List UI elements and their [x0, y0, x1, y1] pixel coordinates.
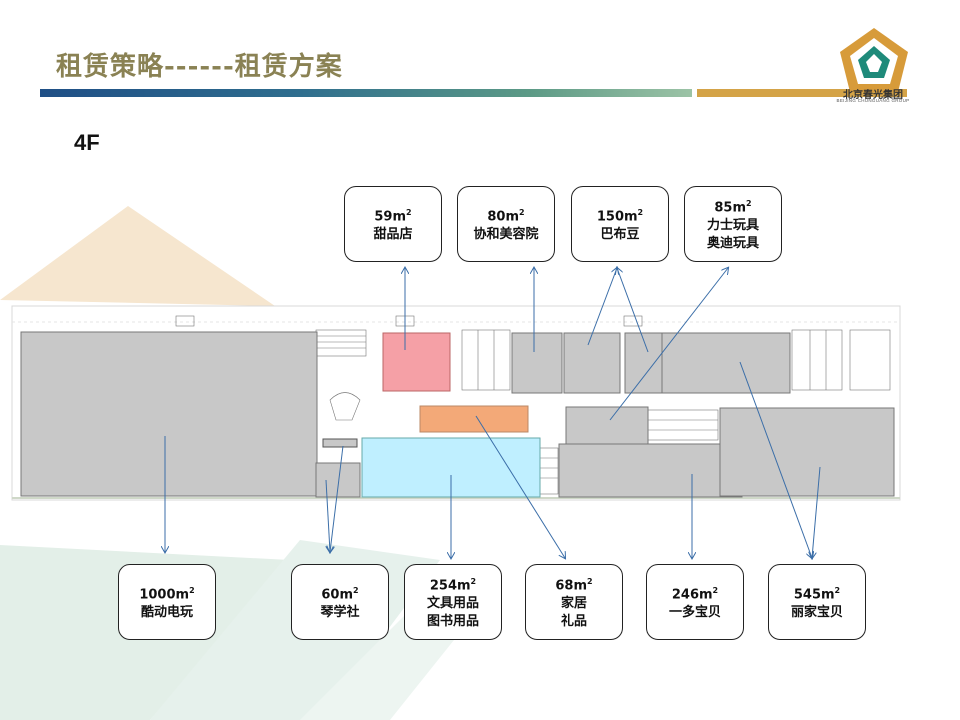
store-150-a: [563, 332, 621, 394]
callout-yiduo-baby: 246m2 一多宝贝: [646, 564, 744, 640]
callout-area: 85m2: [714, 198, 752, 216]
callout-label-2: 礼品: [560, 614, 587, 630]
page-title: 租赁策略------租赁方案: [56, 52, 343, 82]
header-divider-gold: [697, 89, 907, 97]
callout-label: 协和美容院: [473, 227, 539, 243]
callout-label: 琴学社: [320, 605, 360, 621]
callout-piano-school: 60m2 琴学社: [291, 564, 389, 640]
callout-home-gifts: 68m2 家居 礼品: [525, 564, 623, 640]
callout-arcade: 1000m2 酷动电玩: [118, 564, 216, 640]
callout-label: 巴布豆: [600, 227, 640, 243]
logo-name: 北京春光集团: [843, 90, 903, 101]
store-60: [315, 462, 361, 498]
callout-area: 246m2: [671, 585, 719, 603]
store-60-counter: [322, 438, 358, 448]
arrow-150-a: [587, 268, 617, 346]
store-85-large: [661, 332, 791, 394]
arrow-545-b: [812, 466, 821, 558]
store-59: [382, 332, 451, 392]
callout-label: 甜品店: [373, 227, 413, 243]
arrow-150-b: [617, 268, 649, 353]
callout-label: 家居: [560, 596, 587, 612]
callout-label-2: 图书用品: [426, 614, 479, 630]
arrow-68: [475, 415, 565, 558]
callout-stationery: 254m2 文具用品 图书用品: [404, 564, 502, 640]
logo-subtitle: BEIJING CHUNGUANG GROUP: [836, 98, 910, 103]
arrow-545-a: [739, 361, 812, 558]
arrow-60-a: [325, 479, 330, 552]
callout-label: 力士玩具: [706, 218, 759, 234]
callout-area: 545m2: [793, 585, 841, 603]
store-85: [565, 406, 649, 446]
callout-beauty-salon: 80m2 协和美容院: [457, 186, 555, 262]
store-68: [419, 405, 529, 433]
store-80: [511, 332, 563, 394]
store-150-b: [624, 332, 663, 394]
callout-toys: 85m2 力士玩具 奥迪玩具: [684, 186, 782, 262]
callout-area: 59m2: [374, 207, 412, 225]
header-divider-blue: [40, 89, 692, 97]
callout-area: 68m2: [555, 576, 593, 594]
callout-label: 丽家宝贝: [790, 605, 843, 621]
callout-lijia-baby: 545m2 丽家宝贝: [768, 564, 866, 640]
store-545: [719, 407, 895, 497]
callout-area: 80m2: [487, 207, 525, 225]
arrow-60-b: [330, 445, 344, 552]
store-246: [558, 443, 743, 498]
callout-area: 1000m2: [139, 585, 195, 603]
store-1000: [20, 331, 318, 497]
callout-area: 150m2: [596, 207, 644, 225]
callout-label-2: 奥迪玩具: [706, 236, 759, 252]
callout-label: 酷动电玩: [140, 605, 193, 621]
callout-area: 60m2: [321, 585, 359, 603]
floor-label: 4F: [74, 130, 100, 155]
company-logo: [840, 28, 908, 92]
callout-babudou: 150m2 巴布豆: [571, 186, 669, 262]
callout-label: 文具用品: [426, 596, 479, 612]
callout-area: 254m2: [429, 576, 477, 594]
callout-dessert-shop: 59m2 甜品店: [344, 186, 442, 262]
callout-label: 一多宝贝: [668, 605, 721, 621]
arrow-85: [609, 268, 728, 421]
